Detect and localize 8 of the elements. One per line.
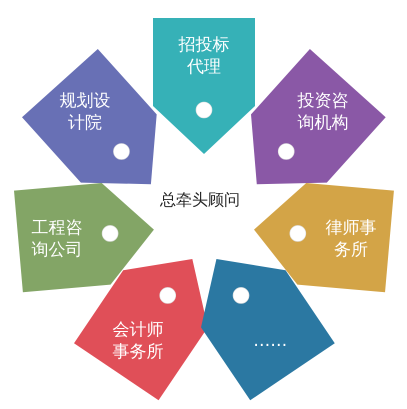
tag-label: 会计师事务所: [111, 318, 164, 363]
tag-label: 招投标代理: [178, 34, 230, 78]
tag-label: 工程咨询公司: [30, 216, 84, 261]
tag-label: ……: [252, 330, 288, 352]
tag-label: 规划设计院: [58, 90, 112, 134]
tag-label: 律师事务所: [324, 216, 378, 261]
tag-label: 投资咨询机构: [296, 90, 350, 134]
center-label: 总牵头顾问: [160, 190, 240, 211]
